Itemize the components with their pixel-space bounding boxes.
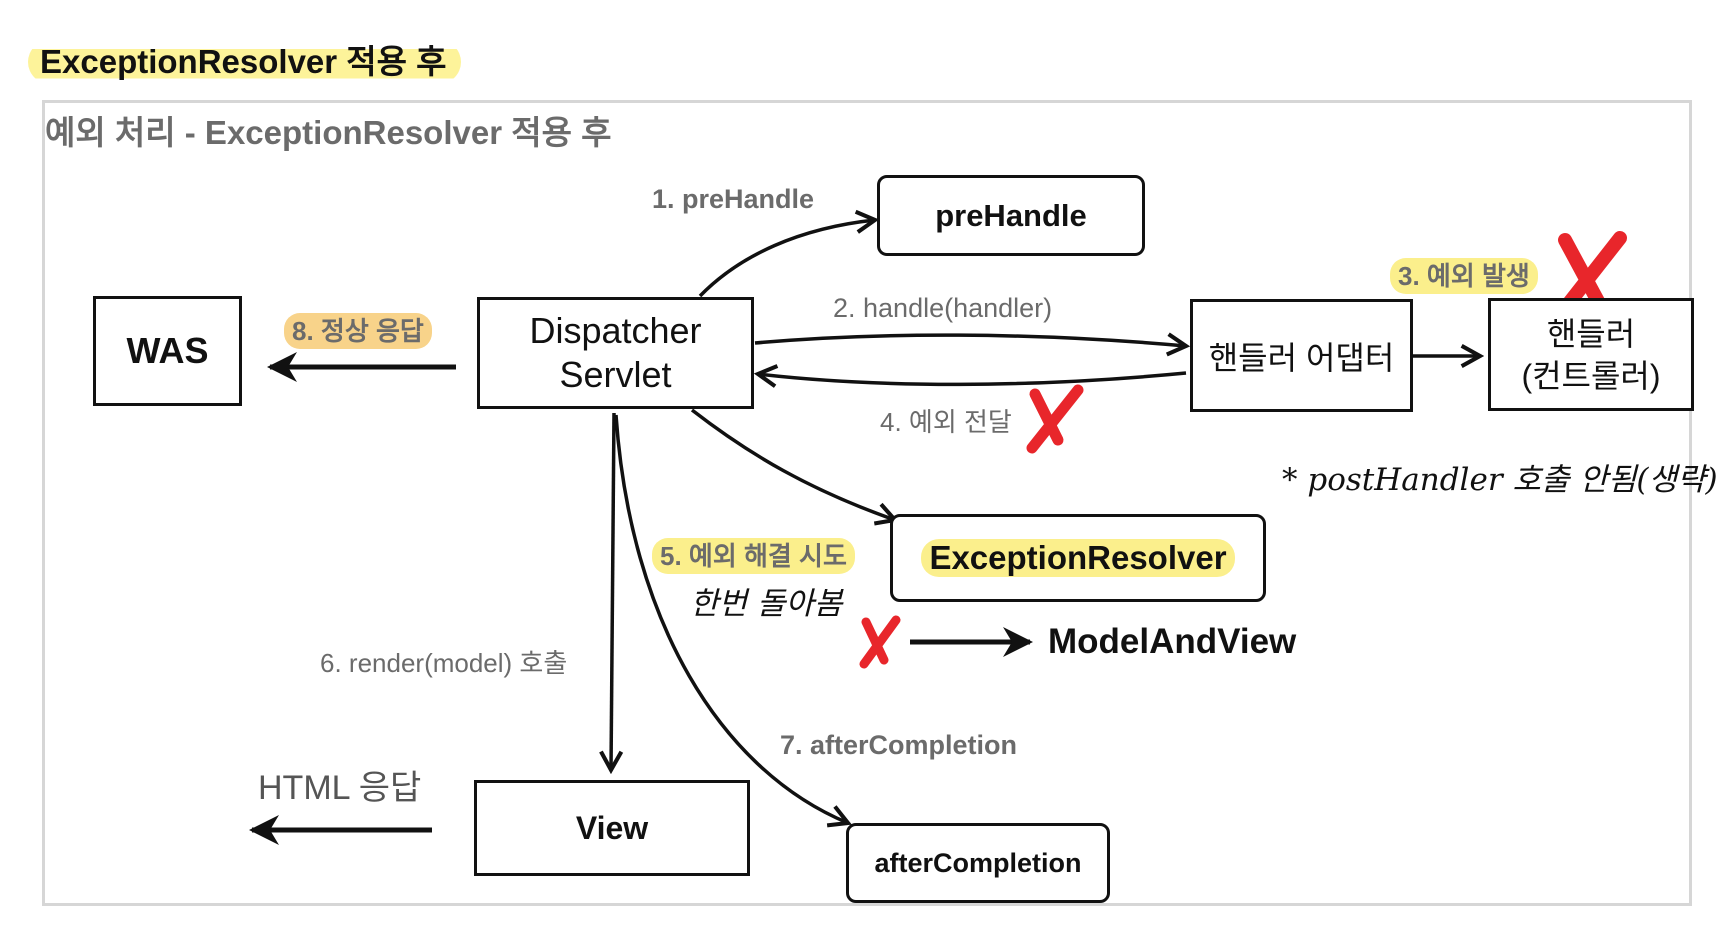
dispatcher-servlet-box: Dispatcher Servlet (477, 297, 754, 409)
prehandle-box: preHandle (877, 175, 1145, 256)
exception-resolver-label: ExceptionResolver (921, 539, 1235, 577)
step-6-label: 6. render(model) 호출 (320, 648, 568, 678)
after-completion-box: afterCompletion (846, 823, 1110, 903)
dispatcher-label-line2: Servlet (559, 354, 672, 395)
view-box: View (474, 780, 750, 876)
try-once-note: 한번 돌아봄 (690, 586, 843, 622)
step-8-label: 8. 정상 응답 (284, 313, 432, 349)
diagram-title: 예외 처리 - ExceptionResolver 적용 후 (45, 114, 612, 151)
exception-resolver-box: ExceptionResolver (890, 514, 1266, 602)
handler-adapter-box: 핸들러 어댑터 (1190, 299, 1413, 412)
html-response-label: HTML 응답 (258, 769, 422, 807)
arrow-exception-return (758, 373, 1187, 384)
handler-box: 핸들러 (컨트롤러) (1488, 298, 1694, 411)
after-completion-label: afterCompletion (874, 847, 1082, 878)
arrow-after-completion (614, 414, 848, 823)
dispatcher-label-line1: Dispatcher (529, 310, 702, 351)
model-and-view-label: ModelAndView (1048, 622, 1297, 661)
arrow-handle (754, 335, 1186, 346)
arrow-render (611, 412, 614, 770)
step-5-label: 5. 예외 해결 시도 (652, 538, 855, 574)
cross-exception-return (1026, 384, 1084, 454)
handler-label-line2: (컨트롤러) (1521, 357, 1661, 394)
was-box: WAS (93, 296, 242, 406)
handler-adapter-label: 핸들러 어댑터 (1208, 339, 1395, 376)
view-label: View (575, 809, 649, 846)
step-2-label: 2. handle(handler) (833, 293, 1053, 323)
arrow-prehandle (698, 220, 875, 298)
step-4-label: 4. 예외 전달 (880, 407, 1012, 437)
prehandle-label: preHandle (935, 197, 1087, 233)
handler-label-line1: 핸들러 (1546, 315, 1636, 352)
step-7-label: 7. afterCompletion (780, 730, 1018, 760)
step-3-label: 3. 예외 발생 (1390, 258, 1538, 294)
post-handle-note: * postHandler 호출 안됨(생략) (1282, 462, 1718, 498)
step-1-label: 1. preHandle (652, 184, 815, 214)
was-label: WAS (126, 330, 209, 371)
arrow-resolve (690, 408, 895, 520)
diagram-frame (42, 100, 1692, 906)
page-title: ExceptionResolver 적용 후 (28, 40, 461, 84)
cross-model-and-view (859, 615, 901, 669)
